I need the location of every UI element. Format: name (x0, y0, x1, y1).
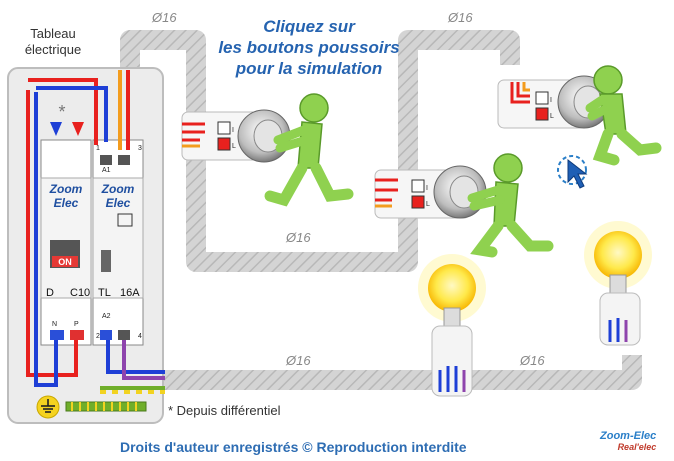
pushbutton-label: I (426, 185, 428, 192)
brand-name: Zoom-Elec (600, 430, 657, 442)
brand-tagline: Real'elec (617, 442, 657, 452)
instructions-line: les boutons poussoirs (218, 38, 400, 57)
asterisk-mark: * (58, 102, 65, 122)
green-character-icon (467, 153, 554, 258)
conduit-lower (160, 355, 642, 390)
electrical-panel (7, 67, 164, 424)
terminal-label: N (52, 321, 57, 328)
terminal-label: A1 (102, 167, 111, 174)
breaker-brand: Elec (54, 196, 79, 210)
panel-title-line: électrique (24, 42, 82, 57)
pushbutton-label: I (550, 97, 552, 104)
terminal-label: 3 (138, 145, 142, 152)
green-character-icon (264, 93, 354, 207)
diameter-label: Ø16 (447, 10, 473, 25)
diameter-label: Ø16 (285, 230, 311, 245)
terminal-label: 2 (96, 333, 100, 340)
panel-wiring (26, 70, 165, 394)
instructions-line: Cliquez sur (263, 17, 355, 36)
diameter-label: Ø16 (151, 10, 177, 25)
earth-ground-icon (36, 395, 60, 419)
terminal-label: 4 (138, 333, 142, 340)
pushbutton-1[interactable] (181, 109, 291, 163)
lightbulb-icon (584, 221, 652, 346)
breaker-brand: Zoom (49, 182, 83, 196)
breaker-state: ON (58, 257, 72, 267)
relay-label-right: 16A (120, 287, 140, 299)
pushbutton-label: L (550, 113, 554, 120)
relay-label-left: TL (98, 287, 111, 299)
instructions-line: pour la simulation (235, 59, 383, 78)
terminal-label: 1 (96, 145, 100, 152)
hand-cursor-icon (557, 155, 588, 189)
pushbutton-label: I (232, 127, 234, 134)
phase-arrow-icon (72, 122, 84, 136)
relay-toggle (101, 250, 111, 272)
green-character-icon (585, 65, 662, 166)
pushbutton-label: L (426, 201, 430, 208)
breaker-label-right: C10 (70, 287, 90, 299)
panel-title-line: Tableau (30, 26, 76, 41)
lightbulb-icon (418, 254, 486, 397)
diameter-label: Ø16 (285, 353, 311, 368)
relay-brand: Elec (106, 196, 131, 210)
pushbutton-2[interactable] (374, 165, 487, 219)
pushbutton-label: L (232, 143, 236, 150)
brand-logo: Zoom-Elec Real'elec (600, 431, 656, 453)
copyright-notice: Droits d'auteur enregistrés © Reproducti… (120, 439, 467, 455)
terminal-label: A2 (102, 313, 111, 320)
neutral-arrow-icon (50, 122, 62, 136)
breaker-label-left: D (46, 287, 54, 299)
diameter-label: Ø16 (519, 353, 545, 368)
earth-bar (65, 401, 147, 412)
conduit-upper (120, 30, 520, 272)
panel-title: Tableau électrique (18, 26, 88, 58)
relay-brand: Zoom (101, 182, 135, 196)
terminal-label: P (74, 321, 79, 328)
footnote: * Depuis différentiel (168, 403, 281, 418)
instructions: Cliquez sur les boutons poussoirs pour l… (196, 16, 422, 79)
